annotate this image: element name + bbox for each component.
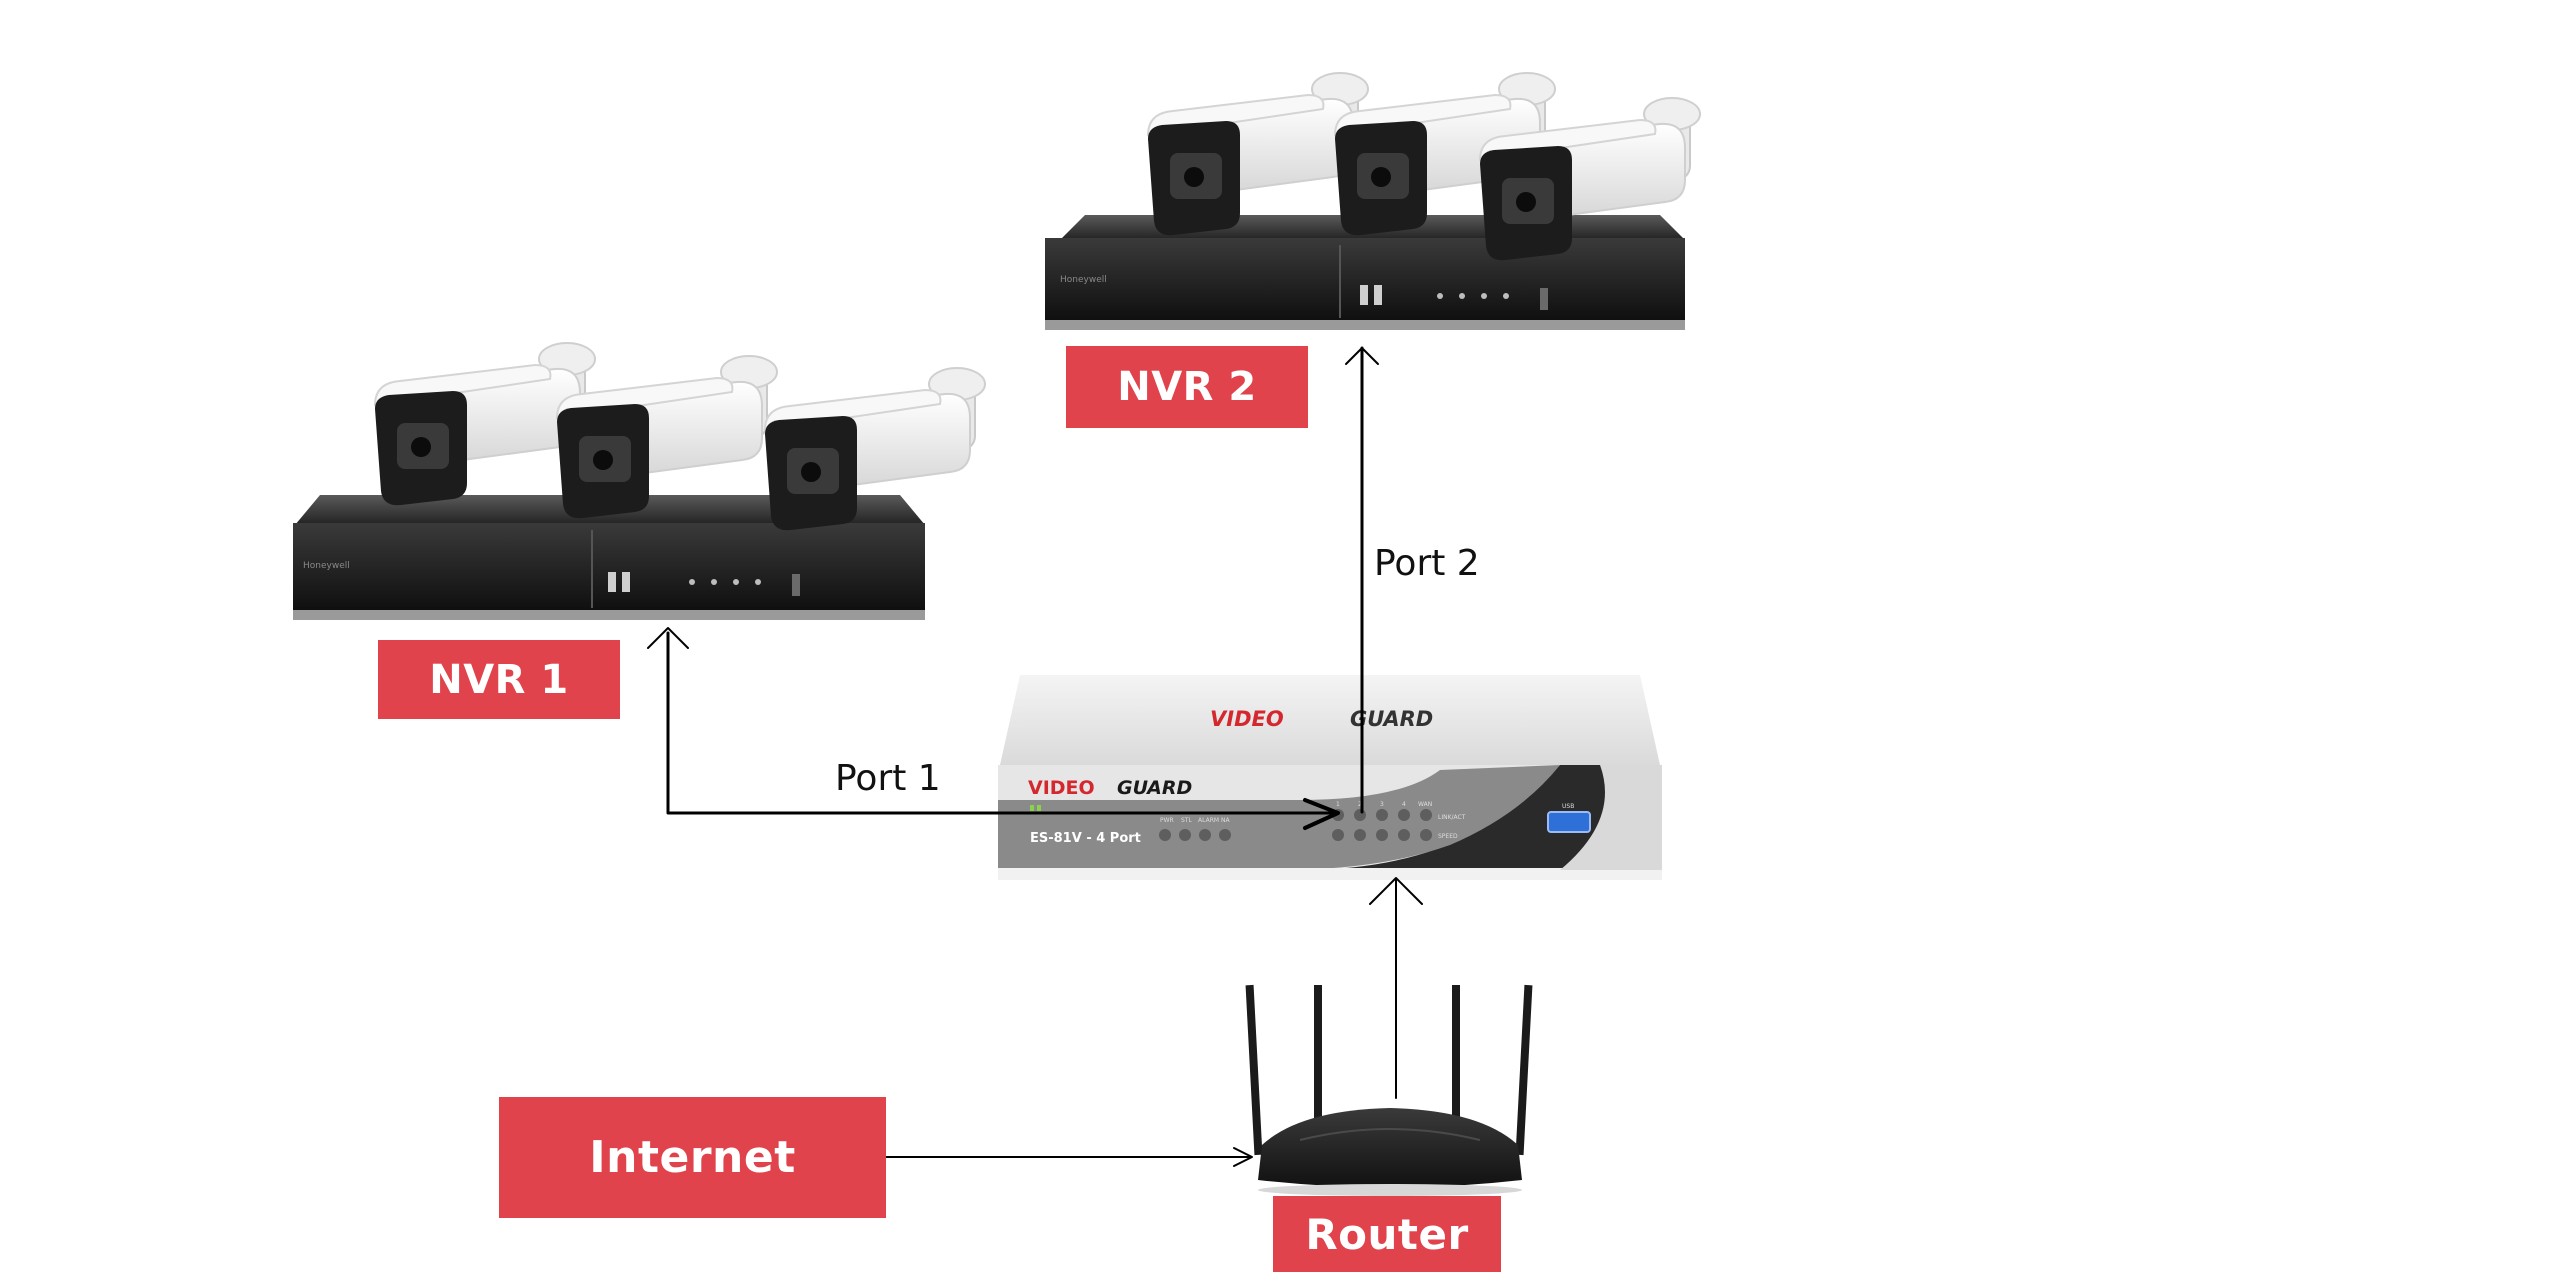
router-device xyxy=(1245,984,1533,1196)
nvr2-camera-1 xyxy=(1147,72,1369,237)
switch-port-2: 2 xyxy=(1358,801,1362,808)
connector-port2 xyxy=(1345,346,1379,814)
nvr1-device: Honeywell xyxy=(293,495,925,620)
svg-text:Honeywell: Honeywell xyxy=(1060,275,1107,285)
switch-led-alarm: ALARM xyxy=(1198,817,1219,824)
connector-internet-router xyxy=(885,1147,1253,1167)
switch-port-wan: WAN xyxy=(1418,801,1432,808)
switch-speed-label: SPEED xyxy=(1438,833,1458,840)
switch-link-label: LINK/ACT xyxy=(1438,814,1466,821)
router-label: Router xyxy=(1273,1196,1501,1272)
nvr2-label: NVR 2 xyxy=(1066,346,1308,428)
connector-port1 xyxy=(647,627,1340,830)
svg-text:Honeywell: Honeywell xyxy=(303,561,350,571)
switch-port-4: 4 xyxy=(1402,801,1406,808)
switch-led-pwr: PWR xyxy=(1160,817,1174,824)
nvr1-label: NVR 1 xyxy=(378,640,620,719)
nvr2-device: Honeywell xyxy=(1045,215,1685,330)
switch-usb-label: USB xyxy=(1562,803,1574,810)
switch-led-na: NA xyxy=(1221,817,1230,824)
switch-top-brand-left: VIDEO xyxy=(1210,707,1284,731)
switch-led-stl: STL xyxy=(1181,817,1192,824)
port1-label: Port 1 xyxy=(835,758,941,799)
switch-port-1: 1 xyxy=(1336,801,1340,808)
switch-front-brand-right: GUARD xyxy=(1117,777,1192,799)
nvr1-camera-2 xyxy=(556,355,778,520)
switch-model-label: ES-81V - 4 Port xyxy=(1030,831,1141,846)
switch-device xyxy=(998,675,1662,880)
switch-port-3: 3 xyxy=(1380,801,1384,808)
internet-label: Internet xyxy=(499,1097,886,1218)
connector-router-switch xyxy=(1369,877,1423,1099)
port2-label: Port 2 xyxy=(1374,543,1480,584)
switch-top-brand-right: GUARD xyxy=(1350,707,1433,731)
switch-front-brand-left: VIDEO xyxy=(1028,777,1095,799)
